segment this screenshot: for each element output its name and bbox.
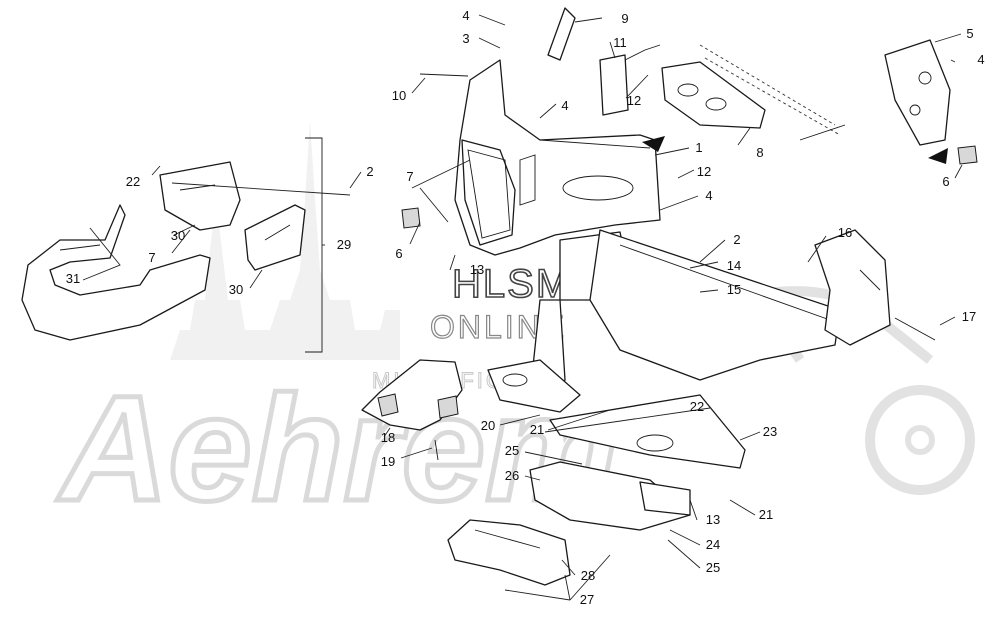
bolt-17-part bbox=[894, 317, 936, 341]
callout-8: 8 bbox=[756, 145, 763, 160]
callout-11: 11 bbox=[613, 35, 627, 50]
watermark-hlsm: HLSM bbox=[452, 262, 571, 306]
bolt-10-part bbox=[419, 73, 469, 77]
callout-14: 14 bbox=[727, 258, 741, 273]
callout-9: 9 bbox=[621, 11, 628, 26]
callout-21b: 21 bbox=[759, 507, 773, 522]
callout-29: 29 bbox=[337, 237, 351, 252]
front-frame-part bbox=[454, 59, 661, 256]
grommet-part bbox=[599, 54, 629, 116]
callout-21a: 21 bbox=[530, 422, 544, 437]
bumper-6-right-part bbox=[957, 145, 978, 165]
callout-6b: 6 bbox=[942, 174, 949, 189]
bumper-bracket-b-part bbox=[244, 204, 306, 271]
callout-24: 24 bbox=[706, 537, 720, 552]
callout-4a: 4 bbox=[462, 8, 469, 23]
plate-24-part bbox=[639, 481, 691, 516]
front-skid-part bbox=[447, 519, 571, 586]
callout-1: 1 bbox=[695, 140, 702, 155]
callout-5: 5 bbox=[966, 26, 973, 41]
callout-23: 23 bbox=[763, 424, 777, 439]
callout-2a: 2 bbox=[366, 164, 373, 179]
left-bracket-part bbox=[361, 359, 463, 461]
callout-12a: 12 bbox=[627, 93, 641, 108]
callout-6a: 6 bbox=[395, 246, 402, 261]
tray-dashed-rail bbox=[699, 44, 841, 136]
watermark-wheel-hub-shape bbox=[905, 425, 935, 455]
callout-30a: 30 bbox=[171, 228, 185, 243]
bracket-5-part bbox=[884, 39, 951, 146]
callout-22b: 22 bbox=[690, 399, 704, 414]
callout-20: 20 bbox=[481, 418, 495, 433]
callout-26: 26 bbox=[505, 468, 519, 483]
wire-part bbox=[624, 44, 661, 61]
callout-16: 16 bbox=[838, 225, 852, 240]
bolt-stem-part bbox=[799, 124, 846, 141]
callout-19: 19 bbox=[381, 454, 395, 469]
callout-31: 31 bbox=[66, 271, 80, 286]
watermark-wheel-shape bbox=[865, 385, 975, 495]
callout-2b: 2 bbox=[733, 232, 740, 247]
mirror-part bbox=[547, 7, 576, 61]
belly-pan-part bbox=[529, 461, 691, 531]
arrow-6-shape bbox=[928, 148, 948, 164]
leader-lines bbox=[82, 14, 963, 601]
callout-12b: 12 bbox=[697, 164, 711, 179]
arrow-1-shape bbox=[642, 136, 665, 152]
callout-7a: 7 bbox=[406, 169, 413, 184]
watermark-skyline-shape bbox=[170, 120, 400, 360]
callout-22a: 22 bbox=[126, 174, 140, 189]
callout-labels: 1 2 2 3 4 4 4 4 5 6 6 7 7 8 9 10 11 12 1… bbox=[66, 8, 985, 607]
bumper-tube-part bbox=[21, 204, 211, 341]
callout-4c: 4 bbox=[705, 188, 712, 203]
mount-bracket-part bbox=[814, 229, 936, 346]
callout-10: 10 bbox=[392, 88, 406, 103]
callout-18: 18 bbox=[381, 430, 395, 445]
tray-part bbox=[661, 61, 766, 129]
main-frame-part bbox=[487, 229, 841, 413]
callout-30b: 30 bbox=[229, 282, 243, 297]
callout-25a: 25 bbox=[505, 443, 519, 458]
callout-17: 17 bbox=[962, 309, 976, 324]
callout-15: 15 bbox=[727, 282, 741, 297]
callout-4d: 4 bbox=[977, 52, 984, 67]
bolt-19-part bbox=[434, 439, 439, 461]
bumper-bracket-part bbox=[159, 161, 241, 231]
callout-3: 3 bbox=[462, 31, 469, 46]
callout-25b: 25 bbox=[706, 560, 720, 575]
callout-7b: 7 bbox=[148, 250, 155, 265]
callout-28: 28 bbox=[581, 568, 595, 583]
bumper-6-left-part bbox=[401, 207, 421, 229]
callout-13b: 13 bbox=[706, 512, 720, 527]
callout-13a: 13 bbox=[470, 262, 484, 277]
callout-27: 27 bbox=[580, 592, 594, 607]
callout-4b: 4 bbox=[561, 98, 568, 113]
